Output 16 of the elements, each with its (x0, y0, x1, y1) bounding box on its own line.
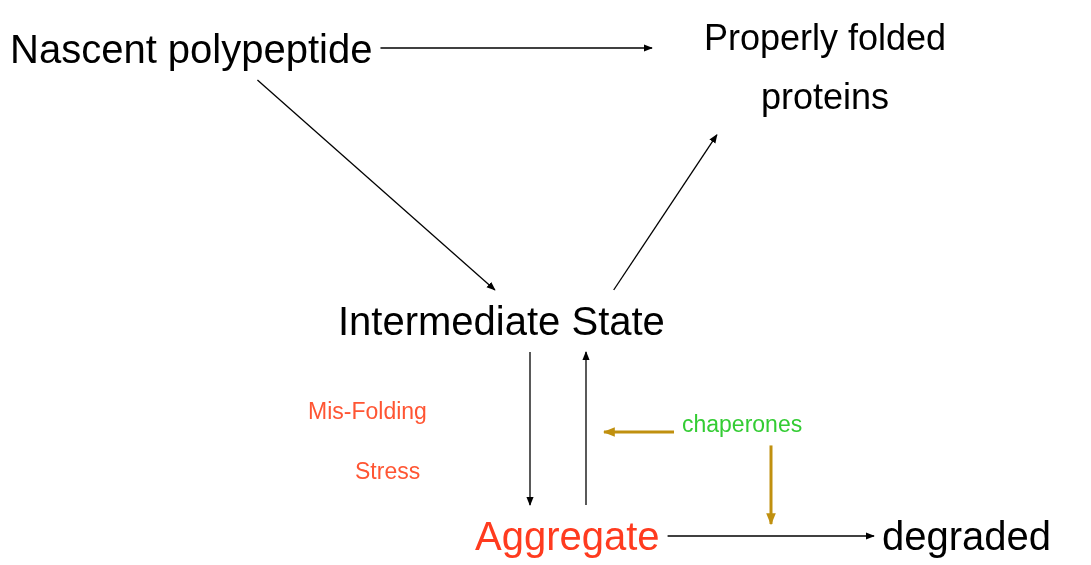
agent-label: chaperones (682, 411, 803, 438)
process-label: Properly folded proteins (660, 8, 990, 127)
process-label: degraded (882, 513, 1052, 559)
arrow (613, 134, 718, 291)
arrow (582, 351, 590, 506)
arrow (766, 445, 776, 526)
arrow (526, 351, 534, 506)
arrow (666, 532, 875, 540)
arrow (602, 427, 674, 437)
annotation-label: Mis-Folding (308, 398, 427, 425)
arrow (379, 44, 653, 52)
process-label: Nascent polypeptide (10, 26, 373, 72)
process-label: Intermediate State (338, 298, 665, 344)
annotation-label: Stress (355, 458, 421, 485)
arrow (256, 79, 496, 291)
process-label: Aggregate (475, 513, 660, 559)
